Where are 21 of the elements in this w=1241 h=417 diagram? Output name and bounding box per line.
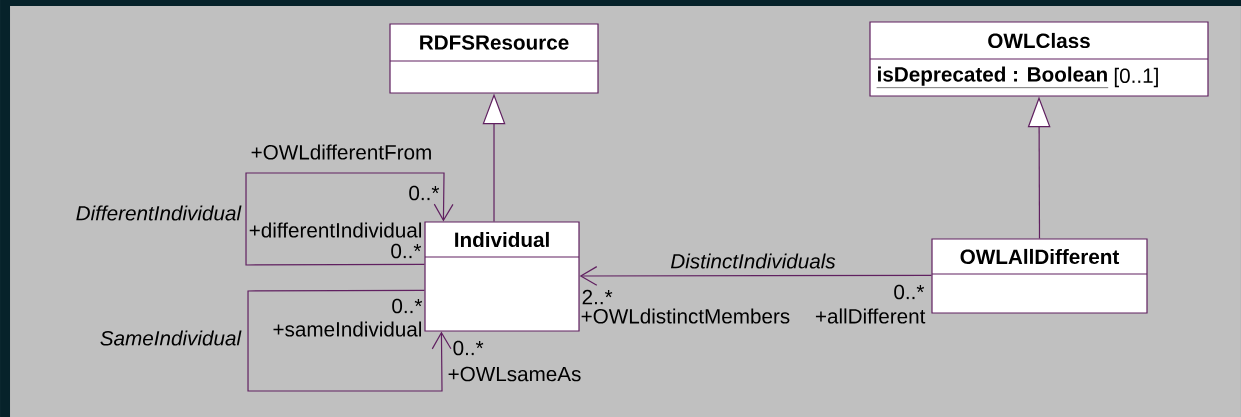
role-name: +differentIndividual [249, 222, 421, 238]
class-box: RDFSResource [389, 23, 599, 94]
association-name: DifferentIndividual [76, 205, 242, 221]
multiplicity: 2..* [582, 289, 613, 305]
multiplicity: 0..* [392, 298, 423, 314]
class-box: OWLClass isDeprecated : Boolean [0..1] [869, 21, 1209, 97]
role-name: +OWLdifferentFrom [251, 144, 431, 160]
class-box: OWLAllDifferent [931, 238, 1148, 314]
association-arrow [247, 289, 452, 392]
multiplicity: 0..* [453, 340, 484, 356]
association-name: DistinctIndividuals [670, 253, 836, 269]
role-name: +OWLsameAs [448, 366, 581, 382]
association-arrow [579, 266, 932, 286]
role-name: +allDifferent [815, 308, 926, 324]
association-arrow [245, 172, 454, 266]
multiplicity: 0..* [391, 243, 422, 259]
role-name: +sameIndividual [273, 321, 421, 337]
multiplicity: 0..* [409, 185, 440, 201]
association-name: SameIndividual [100, 330, 242, 346]
class-box: Individual [424, 221, 580, 332]
multiplicity: 0..* [894, 284, 925, 300]
